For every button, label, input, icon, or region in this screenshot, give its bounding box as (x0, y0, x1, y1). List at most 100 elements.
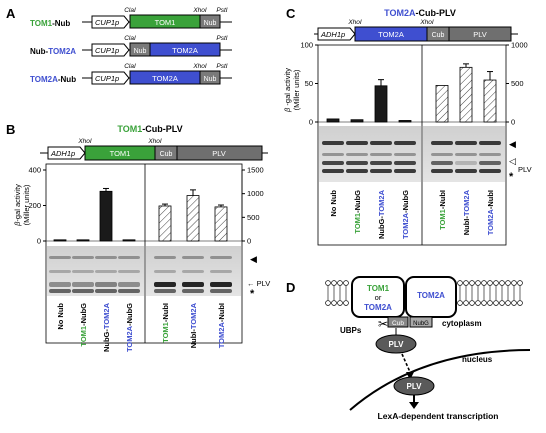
lipid-head (343, 300, 349, 306)
blot-band (72, 256, 94, 259)
panel-b: B TOM1-Cub-PLV ADH1p TOM1 Cub PLV XhoI X… (6, 122, 270, 352)
star-marker: * (509, 171, 514, 183)
lipid-head (475, 280, 481, 286)
plv-label: PLV (212, 149, 226, 158)
y-left-tick-label: 200 (28, 201, 41, 210)
y-left-tick-label: 50 (305, 79, 313, 88)
lane-label: TOM1-NubI (438, 190, 447, 230)
panel-d-label: D (286, 280, 295, 295)
blot-band (154, 256, 176, 259)
lipid-head (511, 280, 517, 286)
nub-label: Nub (204, 20, 217, 27)
nubg-chip (409, 316, 433, 328)
blot-band (72, 270, 94, 273)
blot-band (394, 161, 416, 165)
bar (99, 190, 113, 242)
y-right-tick-label: 1000 (511, 41, 528, 50)
promoter-arrow (47, 146, 86, 160)
lipid-head (475, 300, 481, 306)
bar (122, 239, 136, 242)
plv-ellipse-1 (375, 334, 417, 354)
bar (398, 120, 412, 123)
membrane (325, 280, 523, 306)
lane-label: TOM1-NubG (353, 190, 362, 234)
blot-band (370, 169, 392, 173)
tom-box-1 (351, 276, 405, 318)
gene-box (149, 42, 221, 57)
blot-band (118, 282, 140, 287)
panel-b-construct: ADH1p TOM1 Cub PLV XhoI XhoI (40, 138, 268, 161)
lipid-head (325, 300, 331, 306)
arrowhead-marker: ◀ (250, 254, 257, 264)
nub-label: Nub (204, 76, 217, 83)
lipid-head (493, 300, 499, 306)
lipid-head (343, 280, 349, 286)
lipid-head (463, 280, 469, 286)
blot-band (455, 161, 477, 165)
panel-c-construct: ADH1p TOM2A Cub PLV XhoI XhoI (314, 19, 518, 42)
site-label: ClaI (124, 7, 136, 14)
nucleus-label: nucleus (462, 355, 493, 364)
gene-label: TOM2A (378, 30, 404, 39)
lipid-head (457, 280, 463, 286)
blot-band (322, 169, 344, 173)
plv-band-label: PLV (518, 165, 532, 174)
scissors-icon: ✂ (378, 317, 388, 331)
promoter-label: CUP1p (95, 46, 119, 55)
lane-label: NubG-TOM2A (102, 302, 111, 352)
cub-chip-label: Cub (392, 320, 404, 327)
blot-band (431, 141, 453, 145)
blot-band (95, 256, 117, 259)
panel-b-yunits: (Miller units) (22, 184, 31, 225)
site-label: ClaI (124, 35, 136, 42)
blot-band (49, 256, 71, 259)
gene-label: TOM1 (155, 18, 176, 27)
panel-c-label: C (286, 6, 296, 21)
y-left-tick-label: 0 (309, 118, 313, 127)
blot-band (154, 282, 176, 287)
blot-band (346, 141, 368, 145)
lipid-head (331, 280, 337, 286)
import-arrow (406, 372, 414, 380)
blot-band (431, 161, 453, 165)
plv-label: PLV (473, 30, 487, 39)
blot-band (154, 289, 176, 293)
gene-label: TOM2A (172, 46, 198, 55)
bar (374, 85, 388, 123)
blot-band (182, 256, 204, 259)
blot-band (95, 289, 117, 293)
blot-band (431, 153, 453, 156)
panel-b-label: B (6, 122, 15, 137)
blot-band (118, 289, 140, 293)
lipid-head (325, 280, 331, 286)
tom2a-label: TOM2A (364, 303, 392, 312)
site-label: PstI (216, 63, 227, 70)
lane-label: TOM2A-NubI (217, 303, 226, 348)
site-label: XhoI (147, 138, 162, 145)
promoter-label: CUP1p (95, 18, 119, 27)
nub-box (199, 70, 221, 85)
panel-b-frame (45, 163, 243, 344)
blot-band (455, 141, 477, 145)
lipid-head (463, 300, 469, 306)
lipid-head (337, 300, 343, 306)
panel-c-title: TOM2A-Cub-PLV (384, 8, 456, 18)
panel-a: A TOM1-Nub CUP1p TOM1 Nub ClaI XhoI PstI… (6, 6, 232, 85)
bar (435, 85, 449, 123)
blot-band (49, 270, 71, 273)
blot-band (118, 256, 140, 259)
promoter-label: CUP1p (95, 74, 119, 83)
lane-label: TOM1-NubG (79, 303, 88, 347)
y-right-tick-label: 1500 (247, 166, 264, 175)
blot-band (210, 282, 232, 287)
blot-band (322, 161, 344, 165)
lipid-head (511, 300, 517, 306)
blot-band (370, 161, 392, 165)
lipid-head (469, 300, 475, 306)
blot-band (322, 153, 344, 156)
blot-band (479, 169, 501, 173)
star-marker: * (250, 288, 255, 300)
site-label: XhoI (192, 7, 207, 14)
gene-label: TOM1 (110, 149, 131, 158)
blot-left (47, 246, 144, 296)
